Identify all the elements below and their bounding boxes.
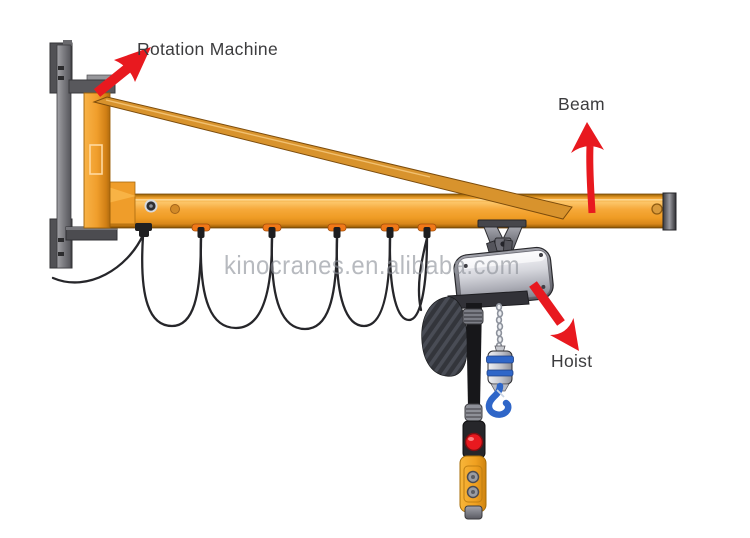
hoist-label: Hoist <box>551 351 593 371</box>
pendant-panel <box>463 465 483 503</box>
festoon-cable <box>51 233 429 331</box>
emergency-stop-button <box>464 432 484 452</box>
cable-trolley <box>191 223 211 238</box>
beam-bolt <box>170 204 180 214</box>
rotation-column <box>83 92 180 229</box>
beam-highlight <box>98 199 675 201</box>
bag-texture <box>421 297 468 377</box>
hoist-screw <box>541 284 546 289</box>
hoist-top-sheen <box>459 251 546 270</box>
watermark-text: kinocranes.en.alibaba.com <box>224 250 521 280</box>
column-body <box>83 92 111 229</box>
hook-block-band <box>486 369 514 377</box>
cable-loop <box>141 234 203 328</box>
chain-bag <box>421 296 468 377</box>
rotation-machine-arrow-icon <box>93 47 151 97</box>
cable-tail <box>51 233 145 284</box>
cable-loop <box>199 235 274 330</box>
pendant-bottom-cap <box>464 505 483 520</box>
cable-loop <box>270 236 339 331</box>
cable-trolley <box>262 223 282 238</box>
arrow-shaft <box>93 64 132 97</box>
hoist-screw <box>539 253 544 258</box>
bolt-mark <box>58 66 64 70</box>
hook-block-band <box>486 355 514 364</box>
callout-arrows <box>93 47 604 351</box>
pendant-down-button-center <box>471 490 475 494</box>
cable-loop <box>335 236 392 328</box>
cable-trolley <box>417 223 437 238</box>
brace-body <box>92 96 573 220</box>
cable-drop <box>417 236 429 312</box>
wall-post <box>56 44 72 269</box>
beam-label: Beam <box>558 94 605 114</box>
cable-hangers <box>135 223 437 238</box>
hoist-arrow-icon <box>529 281 579 351</box>
cable-clamp <box>135 223 152 231</box>
bolt-mark <box>58 76 64 80</box>
arrow-shaft <box>529 281 565 326</box>
beam-end-bolt <box>651 203 663 215</box>
bolt-mark <box>58 252 64 256</box>
arrow-head <box>550 318 579 351</box>
wall-plate-top-tab <box>63 40 72 46</box>
hook-icon <box>485 382 512 418</box>
estop-highlight <box>468 437 474 441</box>
arrow-head <box>571 122 604 153</box>
trolley-crossbar <box>477 219 527 228</box>
hook-safety-latch <box>496 389 505 398</box>
pendant-cable <box>466 303 482 408</box>
column-handhole <box>89 144 103 175</box>
cable-trolley <box>380 223 400 238</box>
cable-loop <box>388 236 429 322</box>
joint-plate <box>109 181 136 225</box>
hook-block <box>485 345 514 418</box>
cable-clamp <box>139 229 149 237</box>
hoist-trolley <box>477 219 527 252</box>
bolt-mark <box>58 238 64 242</box>
cable-trolley <box>327 223 347 238</box>
beam-end-cap <box>662 192 677 231</box>
tie-rod-brace <box>92 96 573 220</box>
arrow-head <box>114 47 151 82</box>
arrow-shaft <box>586 145 596 214</box>
pendant-control <box>459 303 487 520</box>
rotation-machine-label: Rotation Machine <box>137 39 278 59</box>
mount-arm-bottom-highlight <box>66 227 117 230</box>
brace-highlight <box>105 99 431 178</box>
pendant-up-button-center <box>471 475 475 479</box>
pivot-bolt-center <box>149 204 153 208</box>
beam-arrow-icon <box>571 122 604 214</box>
chain-hoist <box>453 239 554 308</box>
hoist-screw <box>463 263 468 268</box>
